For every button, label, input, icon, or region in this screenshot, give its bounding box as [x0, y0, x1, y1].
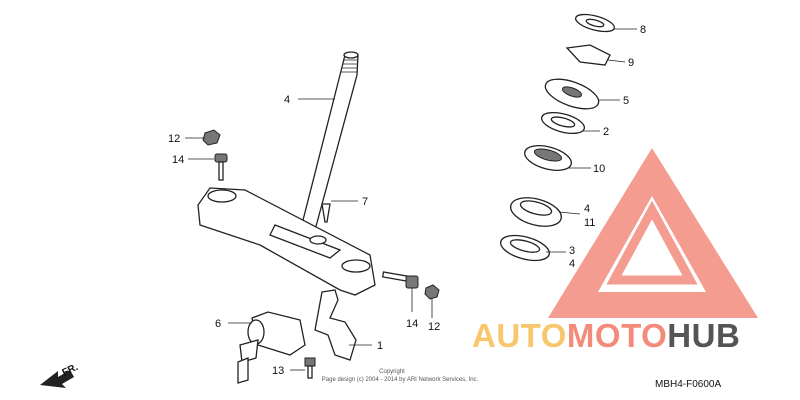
callout-1: 1	[377, 340, 383, 352]
locknut-8	[574, 13, 616, 33]
callout-14b: 14	[406, 318, 418, 330]
direction-label: FR.	[61, 362, 80, 379]
bracket-part-1	[314, 289, 357, 361]
leader-lines	[185, 28, 637, 371]
watermark-wordmark: AUTOMOTOHUB	[472, 318, 740, 354]
nut-12-left	[202, 129, 221, 146]
watermark-moto: MOTO	[566, 317, 668, 354]
bolt-14-left	[214, 153, 228, 181]
callout-8: 8	[640, 24, 646, 36]
watermark-auto: AUTO	[472, 317, 567, 354]
callout-7: 7	[362, 196, 368, 208]
callout-14a: 14	[172, 154, 184, 166]
lock-washer-9	[565, 44, 611, 66]
bearing-10	[523, 145, 573, 171]
bolt-14-right	[381, 271, 419, 289]
watermark-hub: HUB	[667, 317, 741, 354]
nut-12-right	[424, 284, 440, 300]
callout-9: 9	[628, 57, 634, 69]
callout-11: 11	[584, 217, 595, 229]
ignition-switch-part	[237, 311, 306, 384]
callout-4b: 4	[569, 258, 575, 270]
callout-13: 13	[272, 365, 284, 377]
dust-seal-2	[540, 111, 586, 135]
callout-5: 5	[623, 95, 629, 107]
copyright-line-2: Page design (c) 2004 - 2014 by ARI Netwo…	[322, 377, 479, 383]
callout-10: 10	[593, 163, 605, 175]
copyright-line-1: Copyright	[379, 369, 405, 375]
callout-3: 3	[569, 245, 575, 257]
watermark-logo-mark	[548, 148, 758, 318]
adjusting-nut-5	[544, 78, 600, 110]
callout-2: 2	[603, 126, 609, 138]
callout-labels: 8 9 5 2 10 4 11 3 4 4 12 14 7 14 12 6 1 …	[168, 24, 646, 377]
callout-12a: 12	[168, 133, 180, 145]
callout-4c: 4	[284, 94, 290, 106]
screw-7	[321, 203, 331, 223]
bearing-race-3-4	[500, 234, 550, 262]
callout-6: 6	[215, 318, 221, 330]
bearing-race-4-11	[510, 197, 562, 227]
callout-4a: 4	[584, 203, 590, 215]
bolt-13	[304, 357, 316, 379]
diagram-code: MBH4-F0600A	[655, 379, 721, 390]
callout-12b: 12	[428, 321, 440, 333]
bottom-bridge-part	[197, 187, 376, 296]
front-direction-arrow	[40, 370, 74, 388]
